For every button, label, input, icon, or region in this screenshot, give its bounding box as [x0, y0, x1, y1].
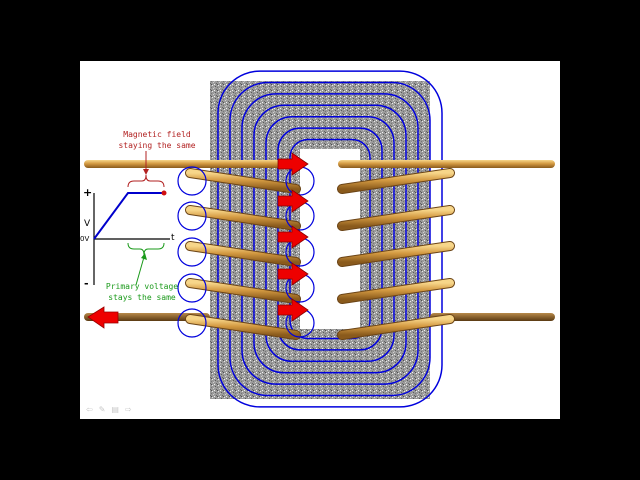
slide-nav: ⇦ ✎ ▤ ⇨	[86, 405, 132, 414]
magnetic-field-line1: Magnetic field	[123, 130, 191, 139]
right-arrow-icon	[277, 152, 309, 176]
left-arrow-icon	[87, 306, 119, 329]
flux-arrows	[277, 152, 309, 322]
prev-slide-icon[interactable]: ⇦	[86, 405, 93, 414]
v-axis-label: V	[84, 219, 91, 229]
zero-volt-label: 0V	[80, 235, 90, 243]
secondary-turn	[338, 315, 454, 339]
field-curve	[93, 192, 164, 240]
next-slide-icon[interactable]: ⇨	[124, 405, 132, 414]
conductor-circle	[177, 308, 207, 338]
conductor-circle	[177, 201, 207, 231]
magnetic-field-lines	[217, 70, 443, 408]
secondary-turn	[338, 206, 454, 230]
primary-voltage-line1: Primary voltage	[105, 282, 179, 291]
right-arrow-icon	[277, 298, 309, 322]
secondary-turn	[338, 279, 454, 303]
magnetic-field-annotation: Magnetic field staying the same	[108, 129, 206, 151]
primary-turn	[186, 279, 300, 303]
right-arrow-icon	[277, 189, 309, 213]
pen-icon[interactable]: ✎	[98, 405, 106, 414]
primary-turn	[186, 315, 300, 339]
secondary-turn	[338, 242, 454, 266]
curve-end-marker	[161, 190, 167, 196]
primary-turn	[186, 206, 300, 230]
primary-voltage-line2: stays the same	[108, 293, 176, 302]
magnetic-field-bracket	[127, 174, 165, 188]
conductor-circle	[177, 237, 207, 267]
conductor-circle	[177, 166, 207, 196]
field-loop	[229, 81, 431, 397]
menu-icon[interactable]: ▤	[111, 405, 119, 414]
primary-voltage-annotation: Primary voltage stays the same	[90, 281, 194, 303]
coil-windings	[185, 168, 455, 340]
slide: Magnetic field staying the same Primary …	[80, 61, 560, 419]
field-loop	[253, 104, 407, 374]
field-loop	[217, 70, 443, 408]
field-loop	[241, 93, 419, 385]
primary-turn	[186, 242, 300, 266]
transformer-diagram	[84, 70, 555, 408]
secondary-leads	[338, 160, 555, 321]
right-arrow-icon	[277, 262, 309, 286]
t-axis-label: t	[171, 233, 175, 243]
primary-turn	[186, 169, 300, 193]
primary-voltage-bracket	[127, 242, 165, 256]
plus-sign: +	[83, 186, 93, 199]
secondary-turn	[338, 169, 454, 193]
right-arrow-icon	[277, 225, 309, 249]
conductor-circle	[177, 273, 207, 303]
minus-sign: -	[84, 277, 89, 290]
voltage-graph	[93, 151, 170, 286]
field-loop	[265, 115, 395, 363]
magnetic-field-line2: staying the same	[118, 141, 196, 150]
